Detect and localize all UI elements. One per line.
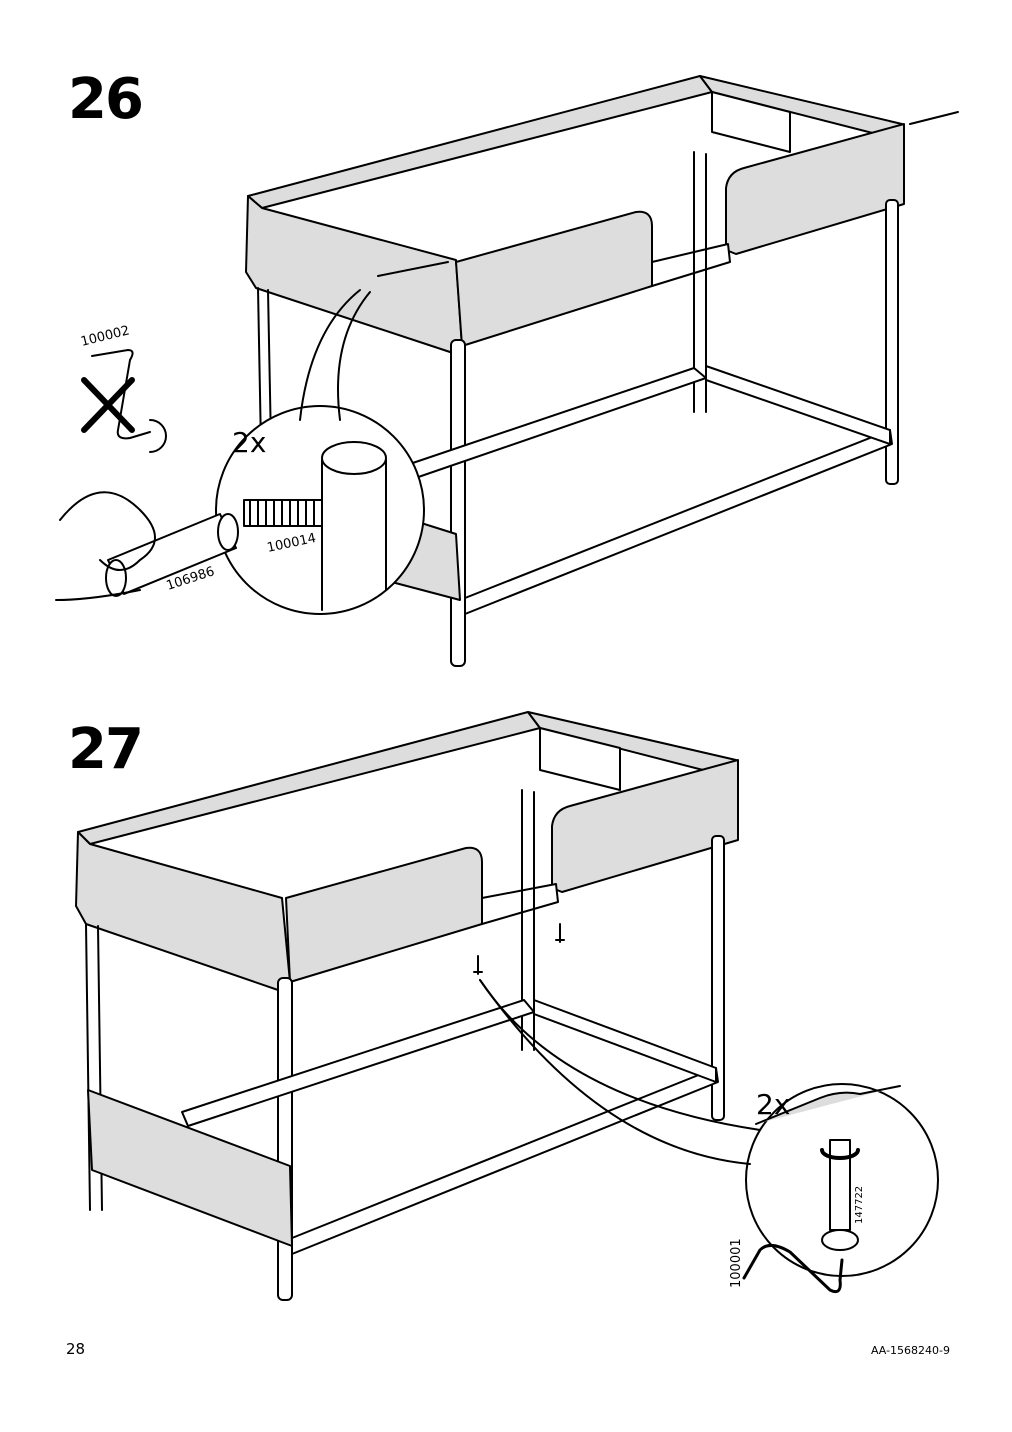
lower-front-rail: [291, 1067, 719, 1255]
allen-key: [742, 1244, 844, 1294]
lower-end-rail: [705, 365, 891, 445]
lower-front-rail: [464, 429, 893, 615]
page-number: 28: [66, 1340, 86, 1358]
far-end-lower-panel: [711, 91, 791, 153]
part-label: 147722: [854, 1186, 865, 1224]
cross-bar: [651, 243, 731, 287]
right-end-panel: [551, 759, 739, 893]
right-post: [885, 199, 899, 485]
right-post: [711, 835, 725, 1121]
screw: [555, 923, 565, 943]
front-post: [277, 977, 293, 1301]
back-rail-panel: [77, 711, 541, 845]
step-number: 27: [68, 717, 144, 782]
lower-side-rail: [391, 367, 707, 485]
hand: [59, 491, 156, 571]
document-code: AA-1568240-9: [870, 1344, 950, 1357]
front-post: [450, 339, 466, 667]
lower-side-rail: [181, 999, 535, 1127]
far-end-lower-panel: [539, 727, 621, 791]
part-label: 100001: [729, 1238, 744, 1288]
lower-end-panel: [87, 1089, 293, 1247]
quantity-label: 2x: [756, 1088, 790, 1121]
step-26-illustration: 2x 100002 106986 100014: [55, 75, 959, 667]
front-guard-rail: [285, 846, 483, 983]
near-end-panel: [75, 831, 291, 991]
lower-end-rail: [533, 999, 717, 1083]
back-rail-panel: [247, 75, 713, 209]
cross-bar: [481, 883, 559, 925]
near-end-panel: [245, 195, 463, 353]
step-number: 26: [68, 67, 144, 132]
detail-bolt: [829, 1139, 851, 1231]
part-label: 100002: [79, 323, 131, 350]
front-guard-rail: [455, 210, 653, 347]
screw: [473, 955, 483, 975]
quantity-label: 2x: [232, 426, 266, 459]
right-end-panel: [725, 123, 905, 255]
allen-key-crossed: [91, 349, 151, 440]
step-27-illustration: 2x 100001 147722: [75, 711, 939, 1301]
